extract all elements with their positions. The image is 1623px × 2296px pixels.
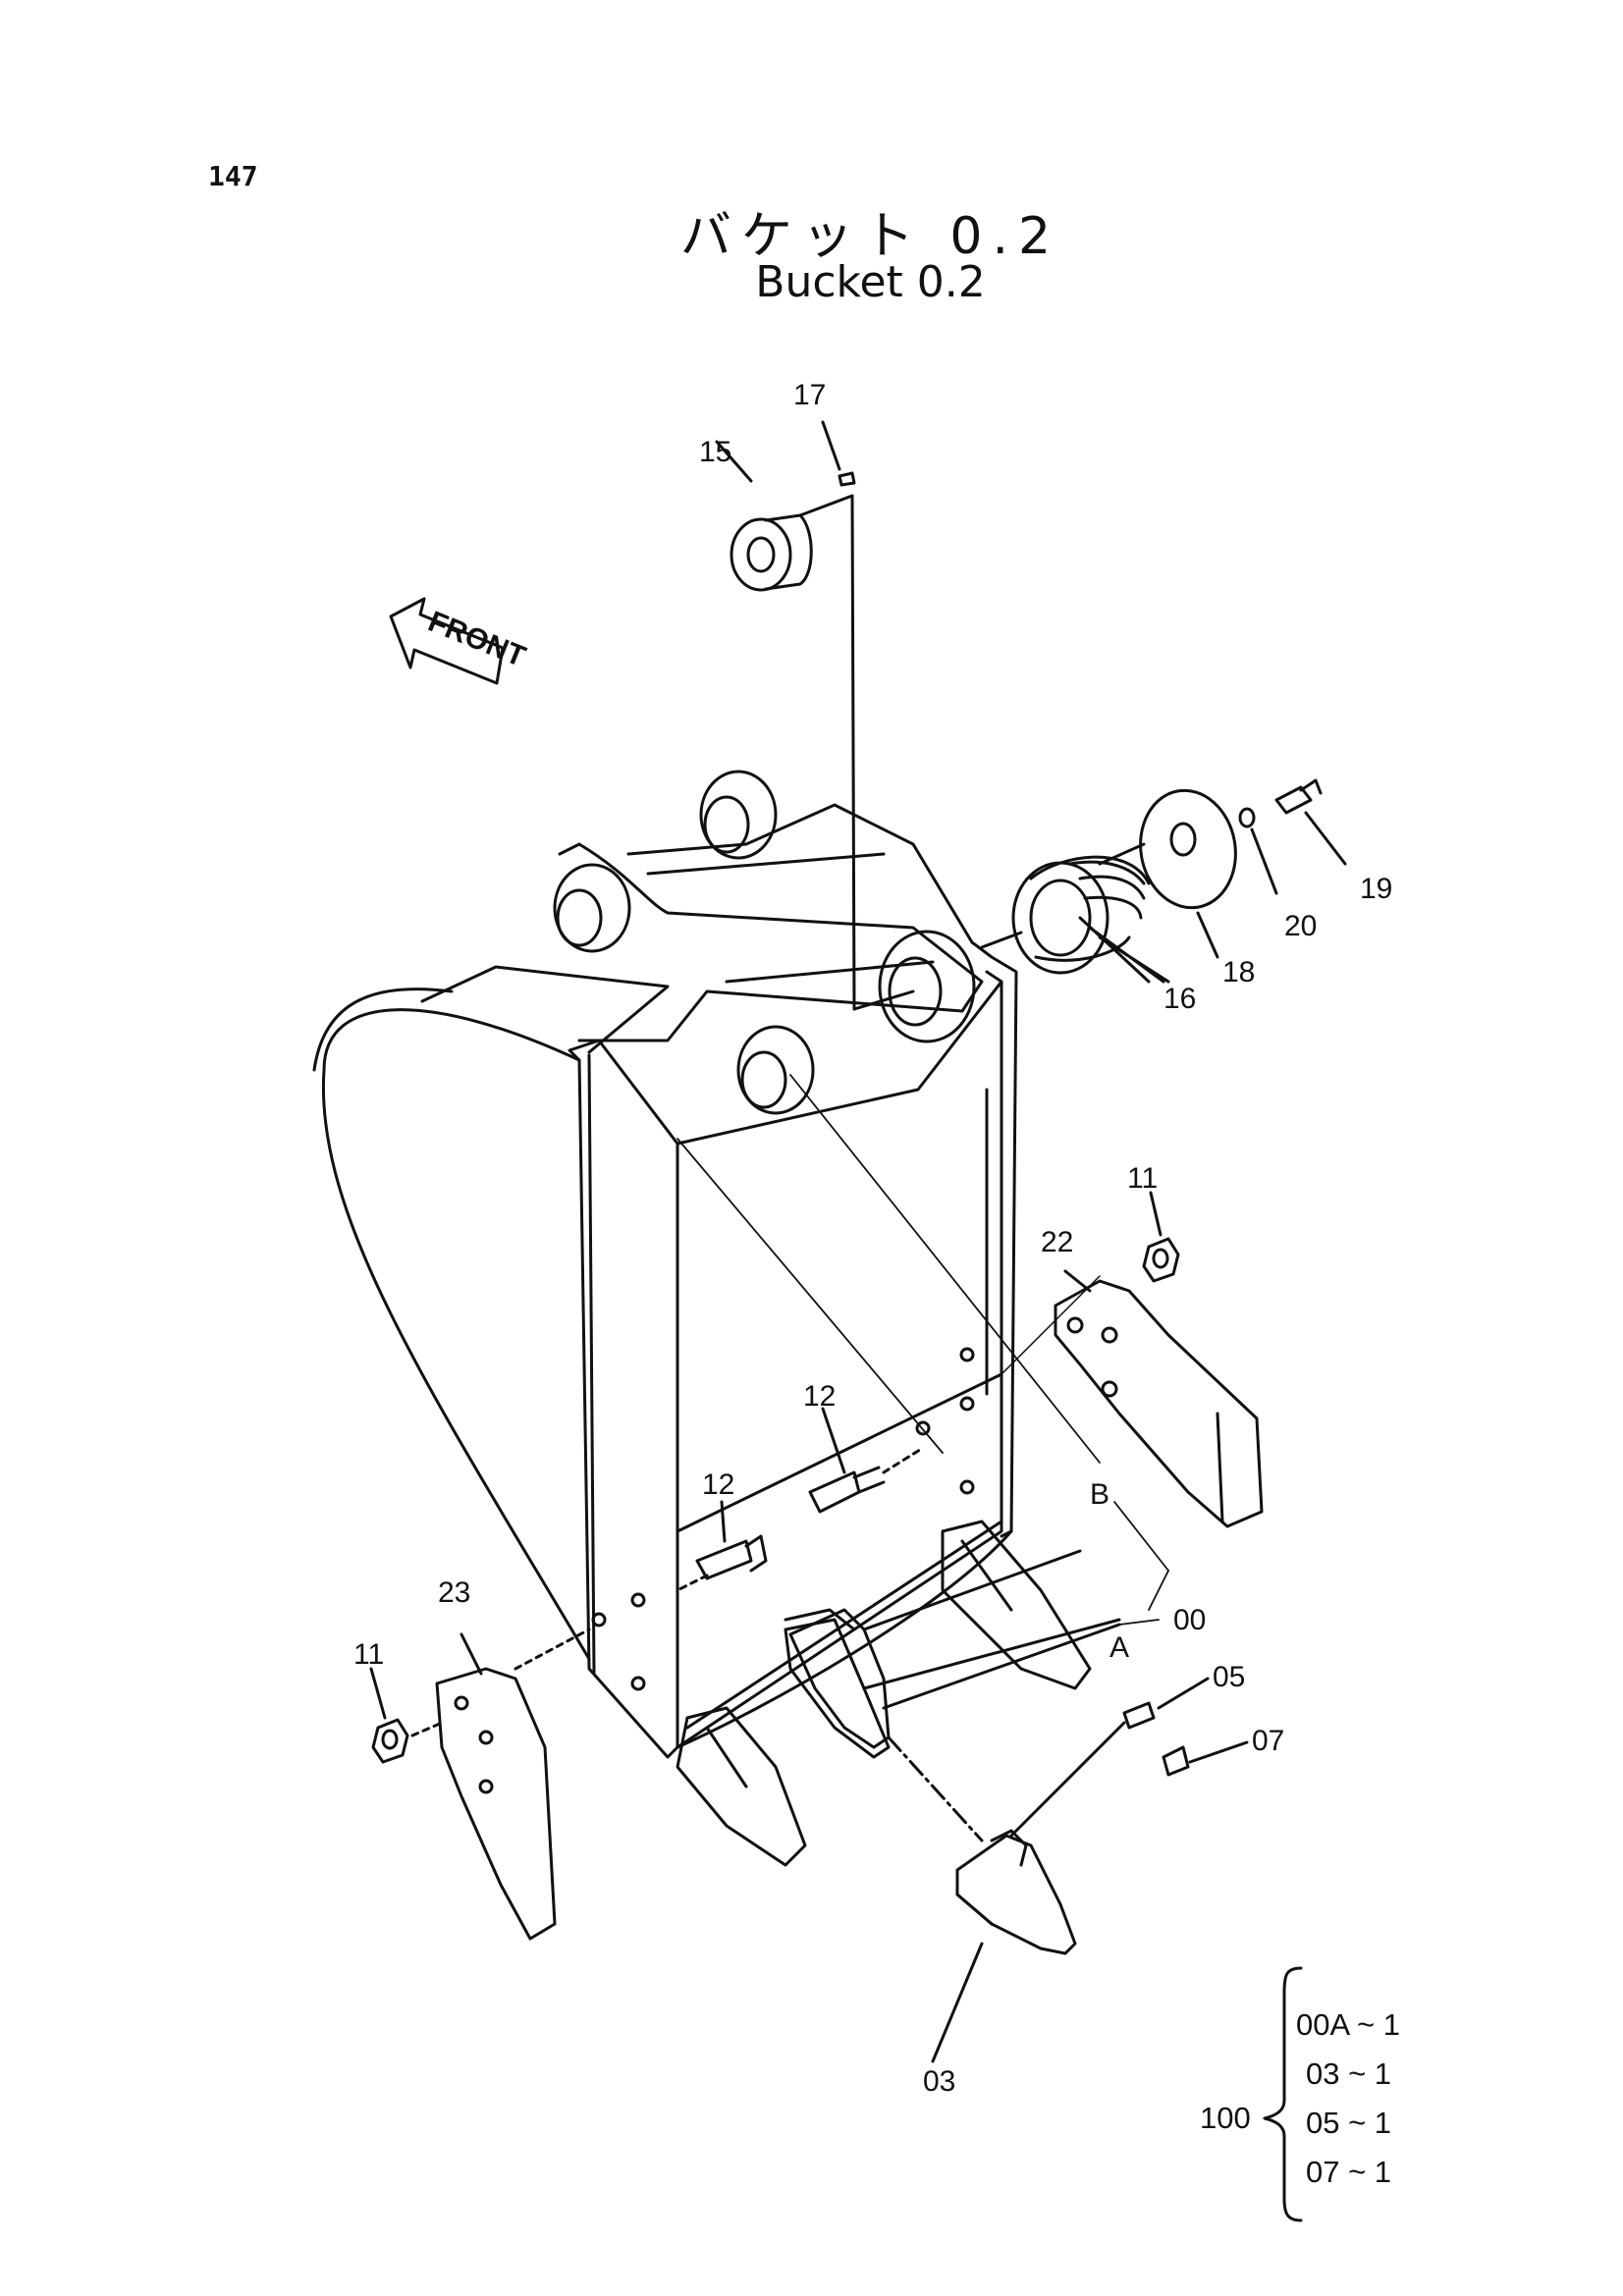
part-18-plate (1098, 788, 1237, 959)
bucket-body (312, 770, 1092, 1867)
part-15-bushing (715, 440, 813, 592)
label-19: 19 (1360, 873, 1392, 905)
label-11-right: 11 (1127, 1162, 1158, 1195)
part-20-washer (1238, 807, 1278, 895)
label-18: 18 (1222, 956, 1255, 988)
part-12-bolt-lower (676, 1500, 768, 1592)
kit-item-1: 00A ~ 1 (1296, 2007, 1401, 2042)
part-17-pin (798, 420, 915, 1011)
label-17: 17 (793, 379, 826, 411)
part-11-nut-left (369, 1667, 444, 1764)
part-23-side-cutter (435, 1628, 591, 1941)
part-19-bolt (1274, 778, 1347, 866)
label-05: 05 (1213, 1661, 1245, 1693)
page-number: 147 (208, 160, 258, 192)
kit-item-3: 05 ~ 1 (1306, 2106, 1392, 2140)
label-00: 00 (1173, 1604, 1206, 1636)
part-22-side-cutter (1001, 1269, 1264, 1528)
part-05-lock (1009, 1677, 1210, 1838)
part-16-shims (980, 855, 1170, 984)
label-A: A (1109, 1631, 1129, 1664)
title-japanese: バケット 0.2 (679, 207, 1061, 266)
front-arrow: FRONT (389, 597, 530, 685)
label-12-upper: 12 (803, 1380, 836, 1413)
label-20: 20 (1284, 910, 1317, 942)
part-07-pin (1162, 1740, 1249, 1777)
label-15: 15 (699, 436, 731, 468)
part-03-tooth (887, 1735, 1077, 2063)
kit-item-2: 03 ~ 1 (1306, 2056, 1392, 2091)
label-B: B (1090, 1478, 1109, 1511)
label-22: 22 (1041, 1226, 1073, 1258)
kit-brace (1263, 1966, 1303, 2222)
label-23: 23 (438, 1576, 470, 1609)
label-07: 07 (1252, 1725, 1284, 1757)
title-english: Bucket 0.2 (755, 257, 986, 307)
label-16: 16 (1163, 983, 1196, 1015)
label-03: 03 (923, 2065, 955, 2098)
part-adapter-tooth (784, 1549, 1121, 1749)
label-11-left: 11 (353, 1638, 384, 1671)
part-11-nut-right (1142, 1191, 1180, 1283)
part-12-bolt-upper (808, 1407, 925, 1514)
kit-item-4: 07 ~ 1 (1306, 2155, 1392, 2189)
label-12-lower: 12 (702, 1468, 734, 1501)
kit-number: 100 (1200, 2101, 1251, 2135)
leader-lines (676, 1074, 1169, 1626)
